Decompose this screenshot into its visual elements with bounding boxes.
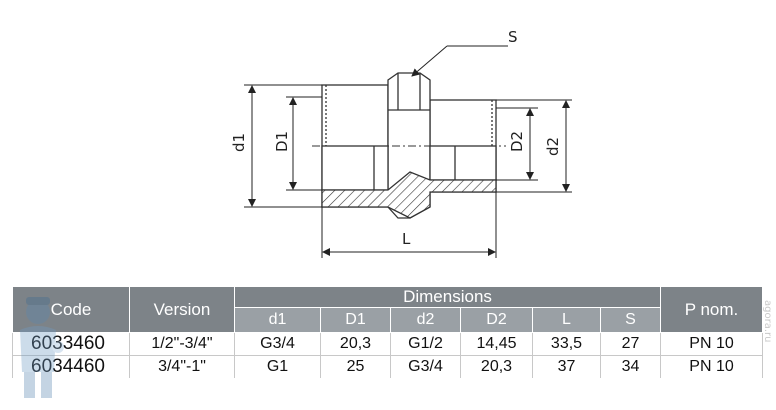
- cell-d2: G1/2: [390, 332, 461, 356]
- cell-L: 37: [532, 355, 601, 378]
- header-L: L: [532, 307, 601, 333]
- cell-version: 1/2"-3/4": [129, 332, 235, 356]
- side-watermark: agora.ru: [762, 300, 774, 400]
- cell-D2: 14,45: [460, 332, 533, 356]
- cell-p-nom: PN 10: [660, 332, 763, 356]
- D1-label: D1: [273, 131, 291, 152]
- table-row: 6033460 1/2"-3/4" G3/4 20,3 G1/2 14,45 3…: [12, 332, 763, 356]
- L-label: L: [402, 230, 411, 248]
- D2-dimension: [496, 107, 538, 181]
- cell-code: 6034460: [12, 355, 130, 378]
- cell-d1: G3/4: [234, 332, 321, 356]
- header-d1: d1: [234, 307, 321, 333]
- cell-d1: G1: [234, 355, 321, 378]
- cell-S: 34: [600, 355, 661, 378]
- header-d2: d2: [390, 307, 461, 333]
- cell-L: 33,5: [532, 332, 601, 356]
- cell-code: 6033460: [12, 332, 130, 356]
- header-version: Version: [129, 286, 235, 333]
- cell-d2: G3/4: [390, 355, 461, 378]
- section-hatching: [321, 145, 497, 219]
- d1-dimension: [244, 84, 322, 208]
- D1-dimension: [286, 96, 322, 191]
- header-dimensions: Dimensions: [234, 286, 661, 308]
- header-S: S: [600, 307, 661, 333]
- L-dimension: [321, 192, 497, 258]
- d2-label: d2: [544, 137, 562, 156]
- s-label: S: [508, 28, 518, 46]
- header-D1: D1: [320, 307, 391, 333]
- d1-label: d1: [230, 133, 248, 152]
- cell-D1: 25: [320, 355, 391, 378]
- spec-table: Code Version Dimensions P nom. d1 D1 d2 …: [12, 286, 763, 378]
- cell-D2: 20,3: [460, 355, 533, 378]
- d2-dimension: [496, 99, 572, 193]
- table-row: 6034460 3/4"-1" G1 25 G3/4 20,3 37 34 PN…: [12, 355, 763, 378]
- cell-version: 3/4"-1": [129, 355, 235, 378]
- plumber-mascot-icon: [20, 297, 64, 398]
- cell-S: 27: [600, 332, 661, 356]
- s-callout: S: [411, 28, 518, 77]
- cell-D1: 20,3: [320, 332, 391, 356]
- header-p-nom: P nom.: [660, 286, 763, 333]
- D2-label: D2: [508, 131, 526, 152]
- cell-p-nom: PN 10: [660, 355, 763, 378]
- header-code: Code: [12, 286, 130, 333]
- fitting-drawing: S d1 D1 D2 d2 L: [230, 28, 572, 258]
- side-watermark-text: agora.ru: [762, 300, 773, 343]
- header-D2: D2: [460, 307, 533, 333]
